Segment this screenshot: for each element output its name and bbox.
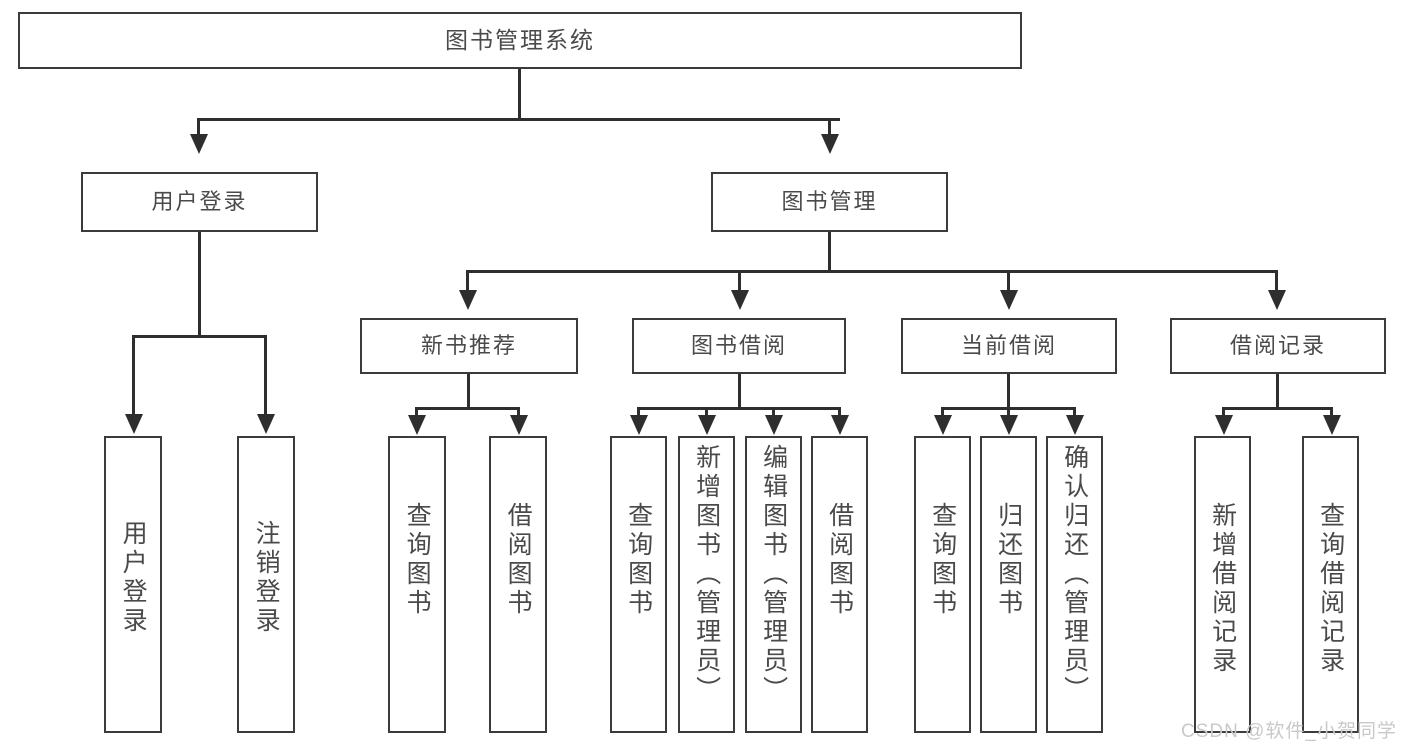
connector-cb-drop-1 <box>941 407 944 419</box>
connector-bm-drop-2 <box>738 270 741 294</box>
node-label: 归还图书 <box>994 502 1023 618</box>
node-borrow-record[interactable]: 借阅记录 <box>1170 318 1386 374</box>
node-label: 注销登录 <box>252 520 281 636</box>
node-label: 图书借阅 <box>690 333 787 359</box>
arrowhead-leaf-br-1 <box>1215 415 1233 435</box>
connector-bb-stem <box>738 374 741 409</box>
node-label: 图书管理系统 <box>445 26 595 53</box>
leaf-bb-add-book-admin[interactable]: 新增图书（管理员） <box>678 436 735 733</box>
connector-root-bus <box>197 118 840 121</box>
node-label: 新增借阅记录 <box>1208 502 1237 676</box>
connector-book-management-stem <box>828 232 831 272</box>
connector-nbr-stem <box>467 374 470 409</box>
arrowhead-to-borrow-record <box>1268 290 1286 310</box>
arrowhead-leaf-bb-1 <box>630 415 648 435</box>
node-label: 当前借阅 <box>960 333 1057 359</box>
connector-br-drop-1 <box>1222 407 1225 419</box>
connector-bb-bus <box>637 407 841 410</box>
connector-bb-drop-2 <box>705 407 708 419</box>
node-label: 查询图书 <box>403 502 432 618</box>
node-current-borrow[interactable]: 当前借阅 <box>901 318 1117 374</box>
arrowhead-leaf-nbr-1 <box>408 415 426 435</box>
arrowhead-leaf-logout <box>257 414 275 434</box>
connector-user-login-drop-1 <box>132 335 135 418</box>
connector-nbr-drop-2 <box>517 407 520 419</box>
leaf-br-add-record[interactable]: 新增借阅记录 <box>1194 436 1251 733</box>
leaf-nbr-query-book[interactable]: 查询图书 <box>388 436 446 733</box>
connector-bb-drop-1 <box>637 407 640 419</box>
connector-user-login-bus <box>132 335 267 338</box>
node-label: 编辑图书（管理员） <box>759 444 788 705</box>
node-root-book-management-system[interactable]: 图书管理系统 <box>18 12 1022 69</box>
connector-root-drop-left <box>197 118 200 138</box>
connector-nbr-drop-1 <box>415 407 418 419</box>
node-label: 用户登录 <box>119 520 148 636</box>
leaf-cb-query-book[interactable]: 查询图书 <box>914 436 971 733</box>
node-label: 图书管理 <box>781 189 878 215</box>
csdn-watermark: CSDN @软件_小贺同学 <box>1181 721 1397 742</box>
connector-bb-drop-3 <box>772 407 775 419</box>
node-new-book-recommend[interactable]: 新书推荐 <box>360 318 578 374</box>
leaf-br-query-record[interactable]: 查询借阅记录 <box>1302 436 1359 733</box>
leaf-cb-confirm-return-admin[interactable]: 确认归还（管理员） <box>1046 436 1103 733</box>
connector-root-stem <box>518 69 521 120</box>
arrowhead-leaf-br-2 <box>1323 415 1341 435</box>
arrowhead-leaf-bb-2 <box>698 415 716 435</box>
connector-br-stem <box>1276 374 1279 409</box>
node-label: 确认归还（管理员） <box>1060 444 1089 705</box>
connector-bm-drop-3 <box>1007 270 1010 294</box>
connector-br-drop-2 <box>1330 407 1333 419</box>
connector-nbr-bus <box>415 407 520 410</box>
node-label: 新增图书（管理员） <box>692 444 721 705</box>
connector-bm-drop-4 <box>1275 270 1278 294</box>
connector-cb-drop-2 <box>1007 407 1010 419</box>
node-label: 借阅记录 <box>1229 333 1326 359</box>
leaf-logout[interactable]: 注销登录 <box>237 436 295 733</box>
leaf-bb-borrow-book[interactable]: 借阅图书 <box>811 436 868 733</box>
node-label: 查询图书 <box>928 502 957 618</box>
node-book-management[interactable]: 图书管理 <box>711 172 948 232</box>
arrowhead-leaf-nbr-2 <box>510 415 528 435</box>
arrowhead-to-new-book-recommend <box>459 290 477 310</box>
leaf-bb-edit-book-admin[interactable]: 编辑图书（管理员） <box>745 436 802 733</box>
connector-bm-drop-1 <box>466 270 469 294</box>
arrowhead-leaf-user-login <box>125 414 143 434</box>
node-label: 借阅图书 <box>825 502 854 618</box>
leaf-nbr-borrow-book[interactable]: 借阅图书 <box>489 436 547 733</box>
connector-user-login-drop-2 <box>264 335 267 418</box>
connector-cb-drop-3 <box>1073 407 1076 419</box>
arrowhead-leaf-cb-3 <box>1066 415 1084 435</box>
arrowhead-to-current-borrow <box>1000 290 1018 310</box>
arrowhead-leaf-cb-2 <box>1000 415 1018 435</box>
arrowhead-leaf-cb-1 <box>934 415 952 435</box>
node-label: 新书推荐 <box>420 333 517 359</box>
arrowhead-leaf-bb-4 <box>831 415 849 435</box>
node-label: 用户登录 <box>151 189 248 215</box>
connector-bb-drop-4 <box>838 407 841 419</box>
leaf-user-login[interactable]: 用户登录 <box>104 436 162 733</box>
connector-root-drop-right <box>828 118 831 138</box>
node-label: 借阅图书 <box>504 502 533 618</box>
connector-cb-stem <box>1007 374 1010 409</box>
arrowhead-to-book-borrow <box>731 290 749 310</box>
arrowhead-to-user-login <box>190 134 208 154</box>
node-label: 查询图书 <box>624 502 653 618</box>
arrowhead-leaf-bb-3 <box>765 415 783 435</box>
arrowhead-to-book-management <box>821 134 839 154</box>
node-book-borrow[interactable]: 图书借阅 <box>632 318 846 374</box>
leaf-bb-query-book[interactable]: 查询图书 <box>610 436 667 733</box>
leaf-cb-return-book[interactable]: 归还图书 <box>980 436 1037 733</box>
node-label: 查询借阅记录 <box>1316 502 1345 676</box>
connector-book-management-bus <box>466 270 1278 273</box>
connector-user-login-stem <box>198 232 201 337</box>
node-user-login[interactable]: 用户登录 <box>81 172 318 232</box>
connector-br-bus <box>1222 407 1333 410</box>
